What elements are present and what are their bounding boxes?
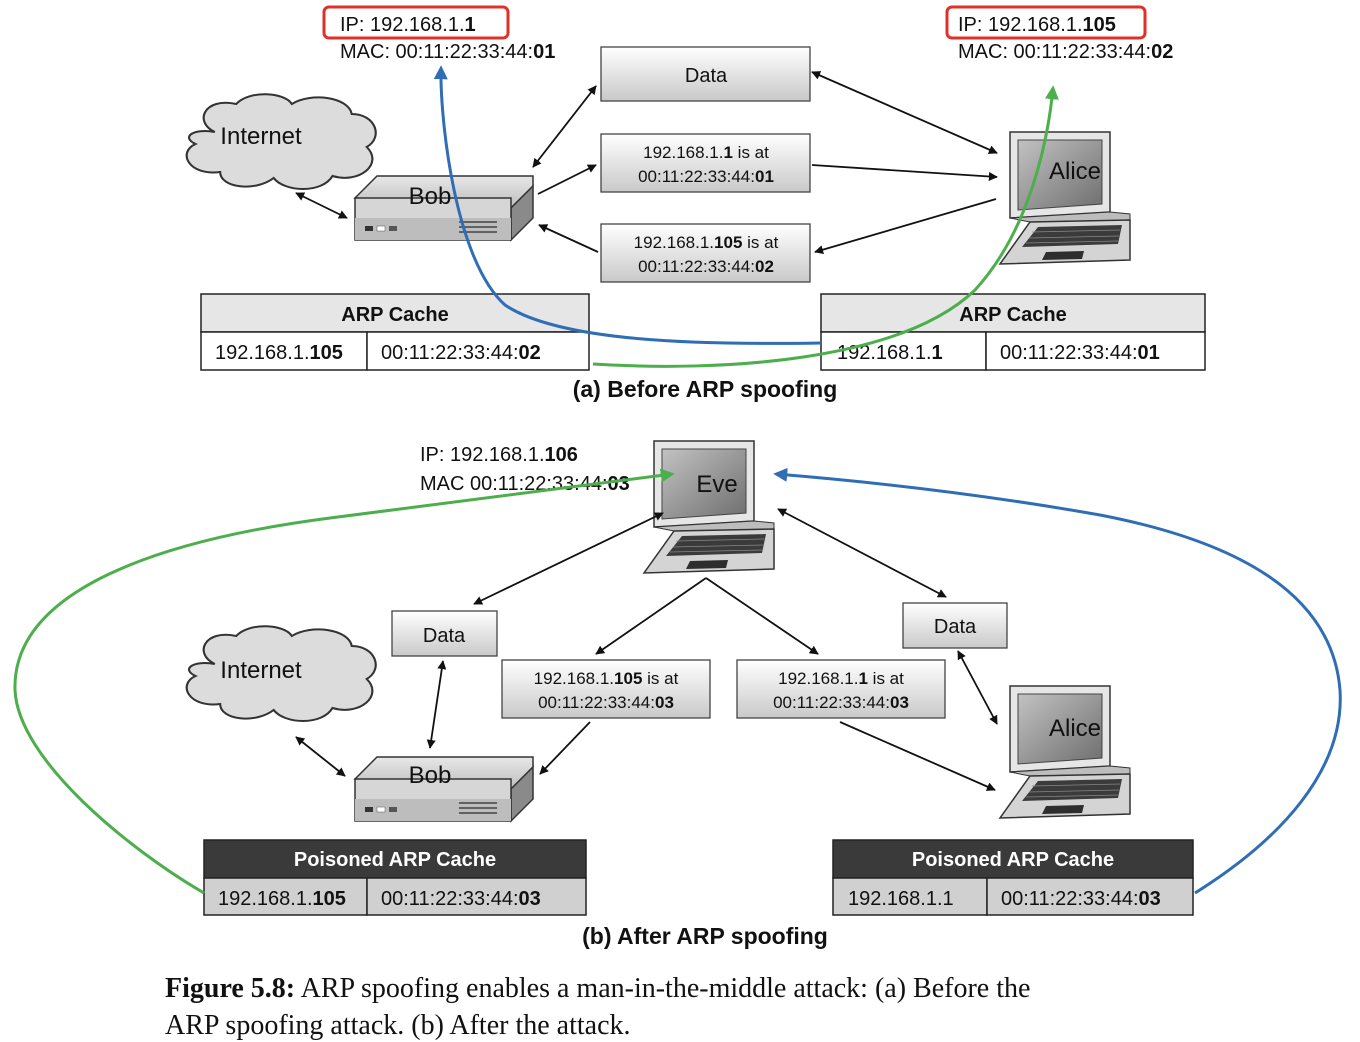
bob-poisoned-cache-ip: 192.168.1.105 <box>218 888 346 910</box>
bob-poisoned-cache: Poisoned ARP Cache 192.168.1.105 00:11:2… <box>203 839 587 916</box>
alice-laptop-b <box>999 685 1131 819</box>
arrow-alice-msg2 <box>814 198 997 255</box>
internet-label-b: Internet <box>220 657 302 684</box>
arp-reply-alice-line2: 00:11:22:33:44:02 <box>638 257 774 276</box>
alice-laptop-a <box>999 131 1131 265</box>
alice-poisoned-cache-title: Poisoned ARP Cache <box>912 849 1114 871</box>
spoofed-reply-bob-line2: 00:11:22:33:44:03 <box>538 693 674 712</box>
link-bob-cache-to-alice-ip <box>592 85 1059 368</box>
alice-poisoned-cache-mac: 00:11:22:33:44:03 <box>1001 888 1161 910</box>
panel-a: IP: 192.168.1.1 MAC: 00:11:22:33:44:01 I… <box>185 5 1206 402</box>
alice-ip-highlight <box>945 5 1147 40</box>
arrow-eve-spoof-alice <box>705 577 819 655</box>
bob-arp-cache-a: ARP Cache 192.168.1.105 00:11:22:33:44:0… <box>200 293 590 371</box>
spoofed-reply-alice-line2: 00:11:22:33:44:03 <box>773 693 909 712</box>
arrow-spoof-to-alice <box>839 721 996 791</box>
arrow-msg1-alice <box>811 164 998 181</box>
eve-ip-label: IP: 192.168.1.106 <box>420 444 578 466</box>
spoofed-reply-box-to-alice <box>736 659 946 719</box>
bob-label-a: Bob <box>409 183 452 210</box>
arrow-msg2-bob <box>538 224 599 253</box>
data-label-a: Data <box>685 65 728 87</box>
arp-reply-bob-line2: 00:11:22:33:44:01 <box>638 167 774 186</box>
bob-cache-title-a: ARP Cache <box>341 304 448 326</box>
figure-caption-line1: Figure 5.8: ARP spoofing enables a man-i… <box>165 973 1030 1004</box>
alice-label-b: Alice <box>1049 715 1101 742</box>
spoofed-reply-box-to-bob <box>501 659 711 719</box>
link-alice-cache-to-bob-ip <box>433 65 822 345</box>
arrow-eve-spoof-bob <box>595 577 707 655</box>
spoofed-reply-alice-line1: 192.168.1.1 is at <box>778 669 904 688</box>
arp-reply-bob-line1: 192.168.1.1 is at <box>643 143 769 162</box>
panel-b: IP: 192.168.1.106 MAC 00:11:22:33:44:03 … <box>13 440 1342 949</box>
data-label-b-left: Data <box>423 625 466 647</box>
arp-reply-box-alice-a <box>600 223 811 283</box>
figure-caption: Figure 5.8: ARP spoofing enables a man-i… <box>165 973 1030 1041</box>
arrow-data-alice-b <box>957 650 998 725</box>
link-bob-cache-to-eve <box>13 468 675 895</box>
bob-cache-mac-a: 00:11:22:33:44:02 <box>381 342 541 364</box>
data-box-a <box>600 46 811 102</box>
arrow-bob-data-a <box>532 85 597 168</box>
bob-mac-label: MAC: 00:11:22:33:44:01 <box>340 41 555 63</box>
arrow-spoof-to-bob <box>539 721 591 775</box>
bob-poisoned-cache-mac: 00:11:22:33:44:03 <box>381 888 541 910</box>
caption-b: (b) After ARP spoofing <box>582 923 828 949</box>
eve-label: Eve <box>696 471 737 498</box>
eve-laptop <box>643 440 775 574</box>
arp-reply-alice-line1: 192.168.1.105 is at <box>634 233 779 252</box>
arp-reply-box-bob-a <box>600 133 811 193</box>
internet-label-a: Internet <box>220 123 302 150</box>
alice-arp-cache-a: ARP Cache 192.168.1.1 00:11:22:33:44:01 <box>820 293 1206 371</box>
arrow-eve-data-right <box>777 508 947 598</box>
alice-label-a: Alice <box>1049 158 1101 185</box>
arrow-internet-bob-a <box>295 192 348 219</box>
alice-poisoned-cache-ip: 192.168.1.1 <box>848 888 954 910</box>
alice-poisoned-cache: Poisoned ARP Cache 192.168.1.1 00:11:22:… <box>832 839 1194 916</box>
data-box-b-left <box>391 610 498 657</box>
arrow-eve-data-left <box>473 512 664 605</box>
alice-cache-mac-a: 00:11:22:33:44:01 <box>1000 342 1160 364</box>
data-box-b-right <box>902 602 1008 649</box>
link-alice-cache-to-eve <box>773 467 1342 895</box>
alice-cache-title-a: ARP Cache <box>959 304 1066 326</box>
bob-label-b: Bob <box>409 762 452 789</box>
figure-caption-line2: ARP spoofing attack. (b) After the attac… <box>165 1010 631 1041</box>
alice-mac-label: MAC: 00:11:22:33:44:02 <box>958 41 1173 63</box>
bob-ip-highlight <box>322 5 510 40</box>
bob-poisoned-cache-title: Poisoned ARP Cache <box>294 849 496 871</box>
arrow-data-bob-b <box>426 660 447 749</box>
arrow-internet-bob-b <box>295 736 346 777</box>
alice-cache-ip-a: 192.168.1.1 <box>837 342 943 364</box>
alice-ip-label: IP: 192.168.1.105 <box>958 14 1116 36</box>
arrow-bob-msg1 <box>537 164 597 195</box>
spoofed-reply-bob-line1: 192.168.1.105 is at <box>534 669 679 688</box>
arrow-data-alice-a <box>811 71 998 154</box>
data-label-b-right: Data <box>934 616 977 638</box>
bob-ip-label: IP: 192.168.1.1 <box>340 14 476 36</box>
bob-cache-ip-a: 192.168.1.105 <box>215 342 343 364</box>
caption-a: (a) Before ARP spoofing <box>573 376 838 402</box>
